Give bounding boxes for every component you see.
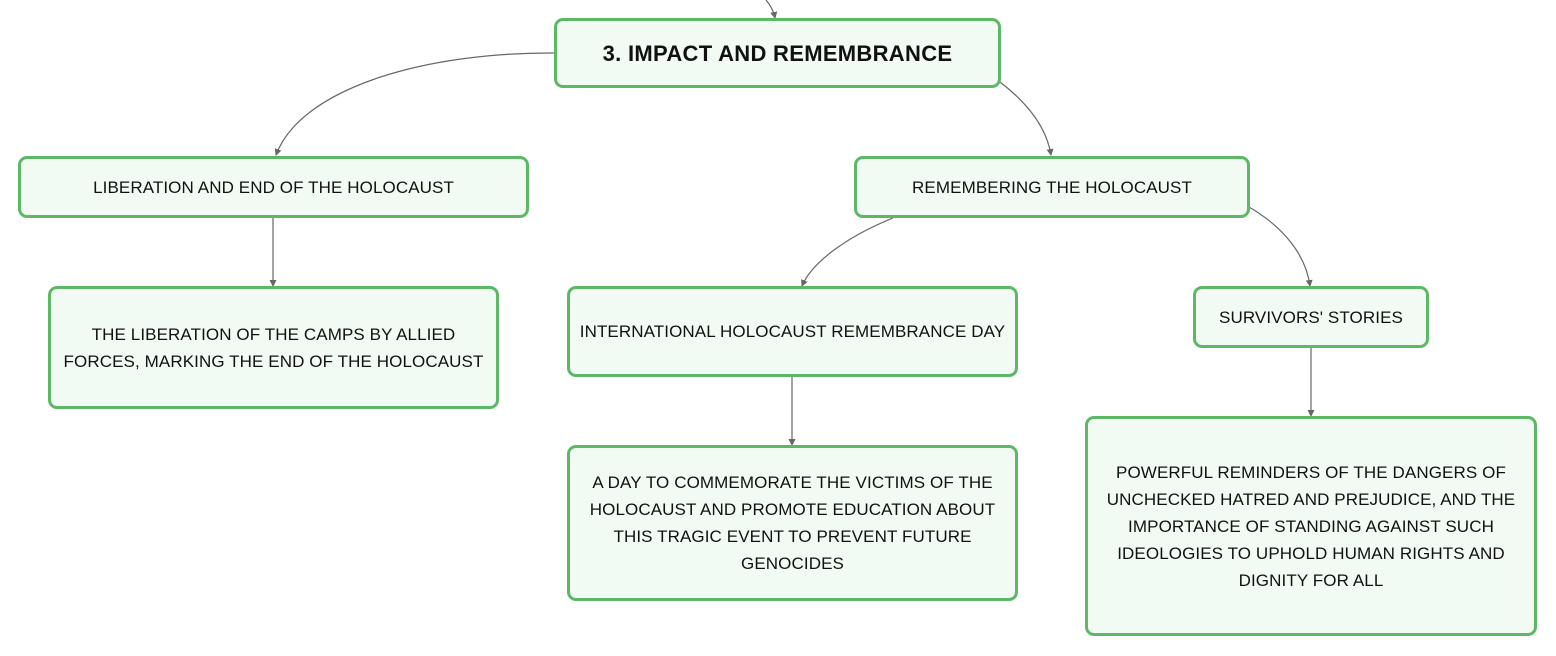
node-label: POWERFUL REMINDERS OF THE DANGERS OF UNC… xyxy=(1106,462,1516,590)
node-impact-and-remembrance[interactable]: 3. IMPACT AND REMEMBRANCE xyxy=(554,18,1001,88)
edge-root-to-liberation xyxy=(274,52,557,156)
node-survivors-stories[interactable]: SURVIVORS' STORIES xyxy=(1193,286,1429,348)
node-label: INTERNATIONAL HOLOCAUST REMEMBRANCE DAY xyxy=(579,322,1006,341)
edge-remembering-to-survivors xyxy=(1248,206,1313,287)
node-survivors-detail[interactable]: POWERFUL REMINDERS OF THE DANGERS OF UNC… xyxy=(1085,416,1537,636)
edge-root-to-remembering xyxy=(999,81,1054,156)
edge-remembering-to-remembrance-day xyxy=(801,217,894,287)
node-label: LIBERATION AND END OF THE HOLOCAUST xyxy=(93,177,454,197)
node-label: 3. IMPACT AND REMEMBRANCE xyxy=(602,40,953,66)
node-remembering-the-holocaust[interactable]: REMEMBERING THE HOLOCAUST xyxy=(854,156,1250,218)
node-liberation-detail[interactable]: THE LIBERATION OF THE CAMPS BY ALLIED FO… xyxy=(48,286,499,409)
node-international-remembrance-day[interactable]: INTERNATIONAL HOLOCAUST REMEMBRANCE DAY xyxy=(567,286,1018,377)
node-liberation-and-end[interactable]: LIBERATION AND END OF THE HOLOCAUST xyxy=(18,156,529,218)
node-label: A DAY TO COMMEMORATE THE VICTIMS OF THE … xyxy=(589,473,996,573)
node-label: SURVIVORS' STORIES xyxy=(1219,307,1403,327)
node-label: THE LIBERATION OF THE CAMPS BY ALLIED FO… xyxy=(63,324,484,371)
edge-parent-to-root xyxy=(765,0,778,19)
node-remembrance-day-detail[interactable]: A DAY TO COMMEMORATE THE VICTIMS OF THE … xyxy=(567,445,1018,601)
node-label: REMEMBERING THE HOLOCAUST xyxy=(912,177,1192,197)
